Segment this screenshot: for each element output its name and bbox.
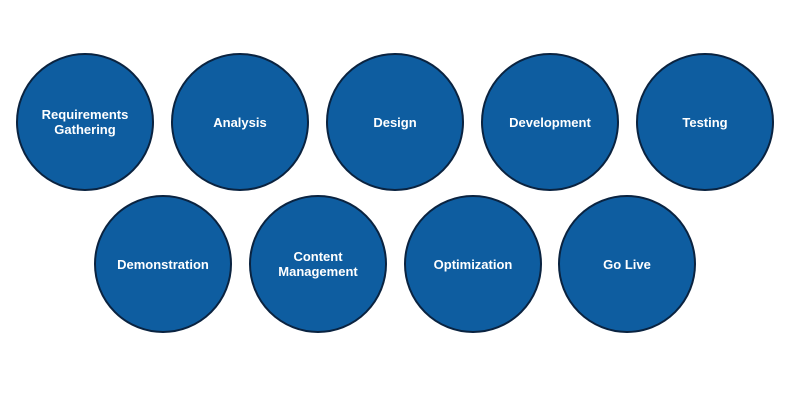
step-label: Analysis	[213, 114, 267, 130]
step-testing: Testing	[636, 53, 774, 191]
step-optimization: Optimization	[404, 195, 542, 333]
step-label: Development	[509, 114, 591, 130]
step-label: Demonstration	[117, 256, 209, 272]
step-label: Testing	[682, 114, 728, 130]
step-requirements-gathering: Requirements Gathering	[16, 53, 154, 191]
step-label: Go Live	[603, 256, 651, 272]
step-demonstration: Demonstration	[94, 195, 232, 333]
step-go-live: Go Live	[558, 195, 696, 333]
step-label: Requirements Gathering	[41, 107, 129, 137]
step-design: Design	[326, 53, 464, 191]
step-label: Content Management	[278, 249, 358, 279]
step-analysis: Analysis	[171, 53, 309, 191]
step-label: Optimization	[433, 256, 513, 272]
step-content-management: Content Management	[249, 195, 387, 333]
step-label: Design	[373, 114, 417, 130]
step-development: Development	[481, 53, 619, 191]
